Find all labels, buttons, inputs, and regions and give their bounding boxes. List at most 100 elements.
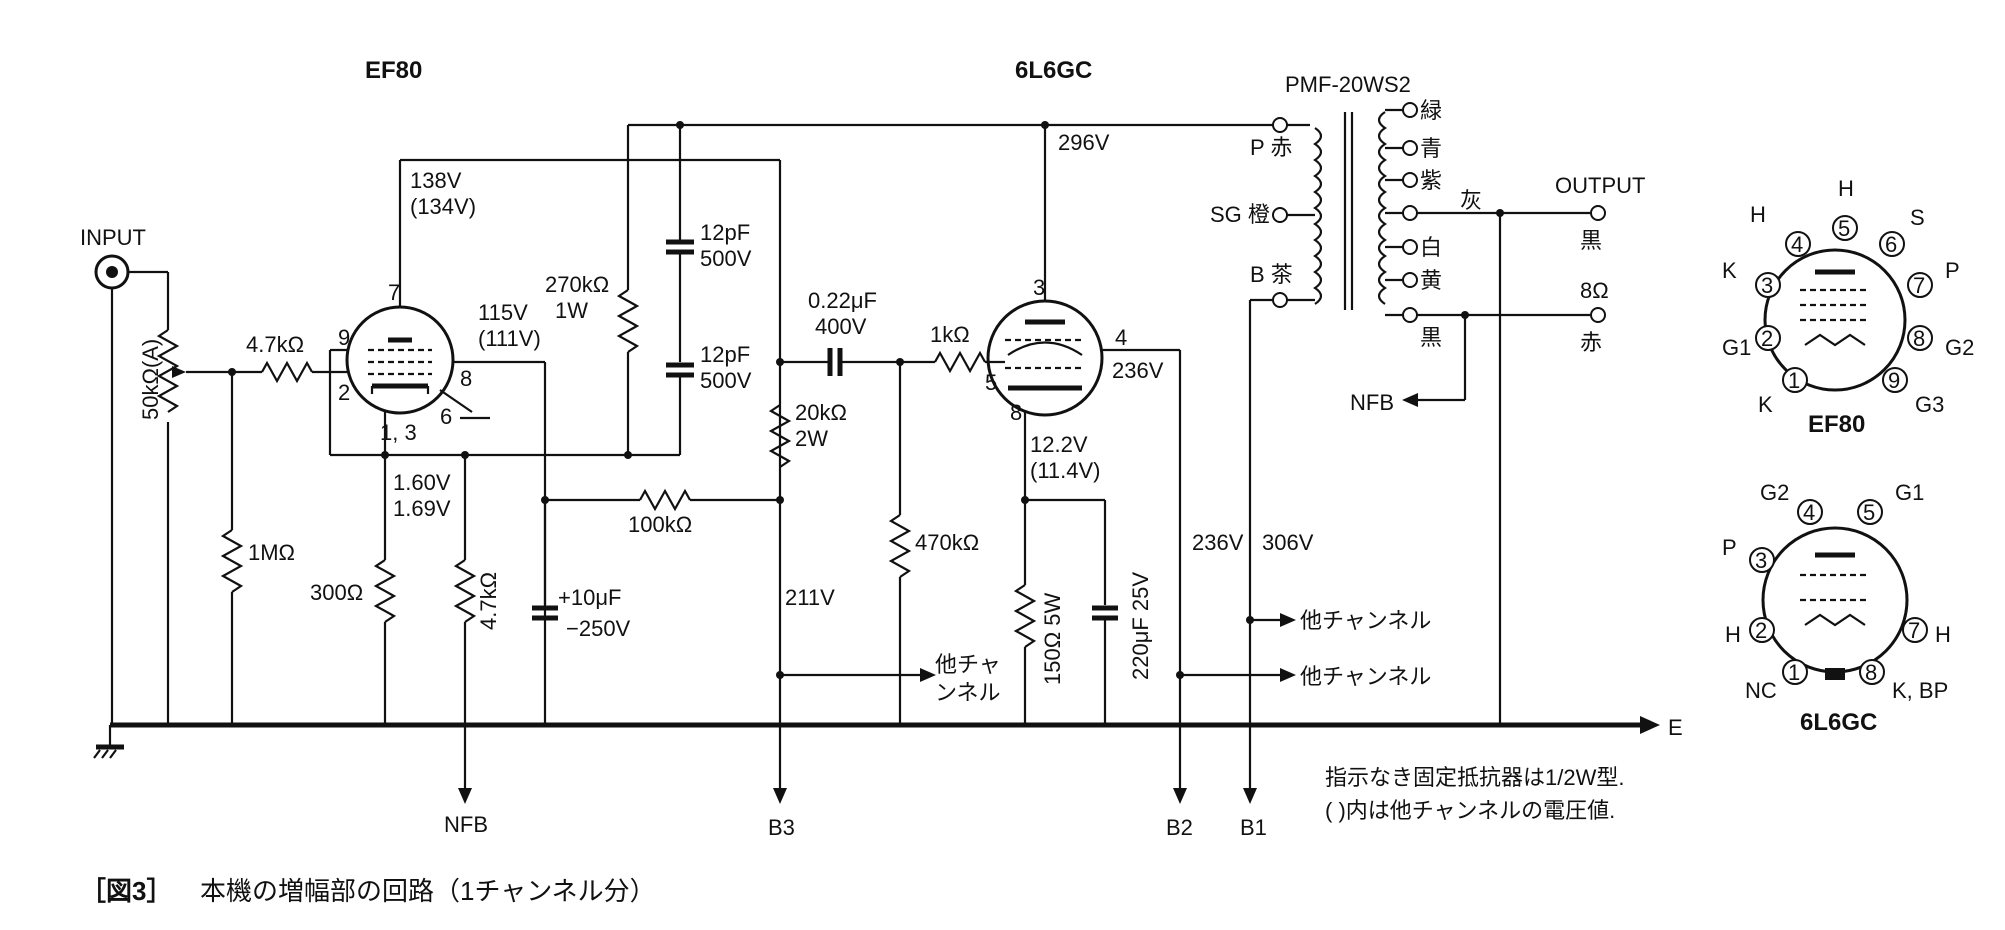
- svg-text:470kΩ: 470kΩ: [915, 530, 979, 555]
- svg-text:6L6GC: 6L6GC: [1800, 709, 1877, 736]
- grid-stopper: [934, 350, 986, 374]
- svg-text:灰: 灰: [1460, 188, 1482, 213]
- l6-tube: [986, 299, 1104, 417]
- screen-resistor: [639, 488, 691, 512]
- svg-text:100kΩ: 100kΩ: [628, 512, 692, 537]
- svg-text:8: 8: [1865, 660, 1877, 685]
- svg-text:G1: G1: [1722, 335, 1751, 360]
- svg-text:220μF 25V: 220μF 25V: [1128, 572, 1153, 680]
- svg-text:20kΩ: 20kΩ: [795, 400, 847, 425]
- svg-text:B3: B3: [768, 815, 795, 840]
- svg-text:8: 8: [460, 366, 472, 391]
- svg-text:500V: 500V: [700, 246, 752, 271]
- r270k-resistor: [616, 289, 640, 353]
- svg-text:P 赤: P 赤: [1250, 135, 1292, 160]
- svg-text:500V: 500V: [700, 368, 752, 393]
- l6-basing-diagram: 1 2 3 4 5 7 8 G2 G1 P H H NC K, BP 6L6GC: [1722, 480, 1951, 736]
- svg-text:12pF: 12pF: [700, 342, 750, 367]
- svg-text:NFB: NFB: [444, 812, 488, 837]
- svg-text:SG 橙: SG 橙: [1210, 202, 1270, 227]
- svg-text:H: H: [1725, 622, 1741, 647]
- svg-text:9: 9: [338, 325, 350, 350]
- svg-text:白: 白: [1420, 235, 1442, 260]
- svg-text:B2: B2: [1166, 815, 1193, 840]
- svg-text:(111V): (111V): [478, 326, 541, 351]
- transformer-model: PMF-20WS2: [1285, 72, 1411, 97]
- grid-leak-470k: [888, 514, 912, 578]
- svg-text:H: H: [1935, 622, 1951, 647]
- svg-text:黄: 黄: [1420, 268, 1442, 293]
- l6-title: 6L6GC: [1015, 57, 1092, 84]
- svg-text:1.69V: 1.69V: [393, 496, 451, 521]
- svg-text:(134V): (134V): [410, 194, 476, 219]
- svg-text:青: 青: [1420, 136, 1442, 161]
- ef80-basing-diagram: 1 2 3 4 5 6 7 8 9 H S H K P G1 G2 K G3 E…: [1722, 176, 1974, 438]
- svg-text:4.7kΩ: 4.7kΩ: [476, 572, 501, 630]
- svg-text:黒: 黒: [1580, 228, 1602, 253]
- svg-text:138V: 138V: [410, 168, 462, 193]
- svg-text:306V: 306V: [1262, 530, 1314, 555]
- svg-text:+10μF: +10μF: [558, 585, 621, 610]
- svg-text:2W: 2W: [795, 426, 828, 451]
- svg-text:4: 4: [1115, 325, 1127, 350]
- input-label: INPUT: [80, 225, 146, 250]
- svg-text:7: 7: [388, 280, 400, 305]
- svg-text:黒: 黒: [1420, 325, 1442, 350]
- svg-text:(11.4V): (11.4V): [1030, 458, 1101, 483]
- cathode-resistor: [373, 559, 397, 623]
- svg-text:7: 7: [1908, 618, 1920, 643]
- figure-caption: 本機の増幅部の回路（1チャンネル分）: [200, 876, 656, 906]
- svg-text:8: 8: [1010, 400, 1022, 425]
- secondary-taps: 緑 青 紫 灰 白 黄 黒: [1385, 98, 1482, 350]
- svg-text:9: 9: [1888, 368, 1900, 393]
- svg-text:他チャンネル: 他チャンネル: [1300, 664, 1431, 689]
- svg-text:1: 1: [1788, 660, 1800, 685]
- svg-text:B 茶: B 茶: [1250, 262, 1293, 287]
- note-1: 指示なき固定抵抗器は1/2W型.: [1325, 765, 1624, 790]
- svg-text:1kΩ: 1kΩ: [930, 322, 970, 347]
- svg-text:6: 6: [440, 404, 452, 429]
- svg-text:OUTPUT: OUTPUT: [1555, 173, 1645, 198]
- svg-text:G3: G3: [1915, 392, 1944, 417]
- svg-text:1.60V: 1.60V: [393, 470, 451, 495]
- svg-text:12.2V: 12.2V: [1030, 432, 1088, 457]
- secondary-winding: [1377, 111, 1387, 305]
- svg-text:400V: 400V: [815, 314, 867, 339]
- svg-text:紫: 紫: [1420, 168, 1442, 193]
- svg-text:5: 5: [1838, 216, 1850, 241]
- svg-text:H: H: [1750, 202, 1766, 227]
- svg-text:NFB: NFB: [1350, 390, 1394, 415]
- svg-text:ンネル: ンネル: [935, 680, 1001, 705]
- svg-text:12pF: 12pF: [700, 220, 750, 245]
- svg-text:5: 5: [1863, 500, 1875, 525]
- svg-text:G1: G1: [1895, 480, 1924, 505]
- svg-text:K, BP: K, BP: [1892, 678, 1948, 703]
- svg-text:S: S: [1910, 205, 1925, 230]
- svg-text:115V: 115V: [478, 300, 528, 325]
- svg-text:−250V: −250V: [566, 616, 631, 641]
- svg-text:G2: G2: [1945, 335, 1974, 360]
- pot-label: 50kΩ(A): [138, 339, 163, 420]
- svg-text:1W: 1W: [555, 298, 588, 323]
- svg-text:4: 4: [1791, 232, 1803, 257]
- svg-text:150Ω 5W: 150Ω 5W: [1040, 593, 1065, 686]
- svg-text:8: 8: [1913, 326, 1925, 351]
- grid-leak-resistor: [220, 529, 244, 593]
- svg-text:3: 3: [1033, 275, 1045, 300]
- svg-text:赤: 赤: [1580, 330, 1602, 355]
- svg-text:270kΩ: 270kΩ: [545, 272, 609, 297]
- svg-text:3: 3: [1761, 273, 1773, 298]
- svg-text:4: 4: [1803, 500, 1815, 525]
- ef80-title: EF80: [365, 57, 422, 84]
- svg-text:296V: 296V: [1058, 130, 1110, 155]
- svg-text:5: 5: [985, 370, 997, 395]
- svg-text:7: 7: [1913, 273, 1925, 298]
- svg-text:1, 3: 1, 3: [380, 420, 417, 445]
- svg-text:2: 2: [338, 380, 350, 405]
- primary-winding: [1313, 127, 1323, 305]
- svg-text:8Ω: 8Ω: [1580, 278, 1609, 303]
- grid-resistor: [261, 360, 313, 384]
- cathode-resistor-150: [1013, 584, 1037, 648]
